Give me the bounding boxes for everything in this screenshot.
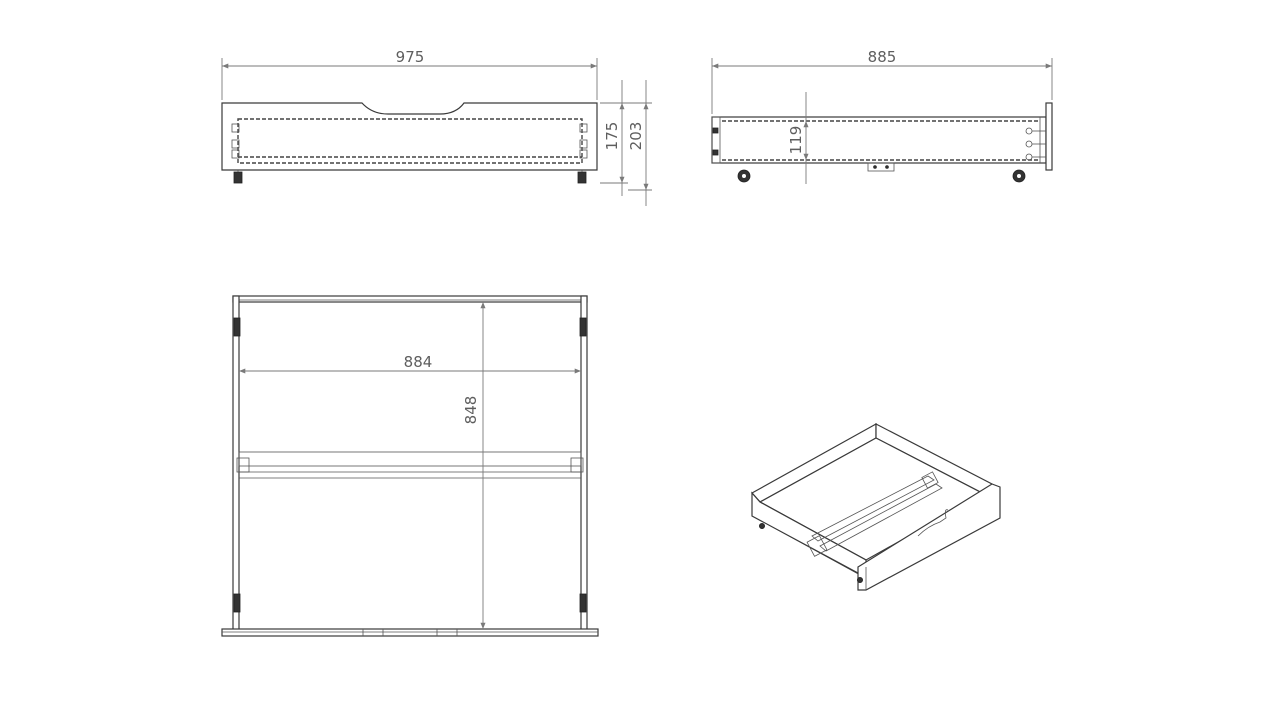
side-back-dowel-bottom xyxy=(712,149,719,156)
iso-slat-2 xyxy=(819,483,943,552)
dim-119-label: 119 xyxy=(787,126,805,155)
top-view: 884 848 xyxy=(221,295,599,637)
top-back-rail xyxy=(232,295,588,303)
iso-front-panel xyxy=(857,483,1001,591)
isometric-view xyxy=(751,422,1001,591)
front-panel-outline xyxy=(221,102,598,171)
iso-caster-front xyxy=(857,577,864,584)
dim-175-label: 175 xyxy=(603,122,621,151)
dim-848-label: 848 xyxy=(462,396,480,425)
iso-slat-1 xyxy=(811,475,935,542)
iso-slat-bracket-front xyxy=(806,535,828,557)
top-slat-clip-right xyxy=(570,457,584,473)
side-screws xyxy=(1025,127,1046,161)
side-back-end xyxy=(711,116,721,164)
dim-885-label: 885 xyxy=(868,48,897,66)
top-hardware-back-right xyxy=(579,317,587,337)
front-caster-right xyxy=(577,170,587,184)
side-caster-left xyxy=(737,169,751,183)
side-panel-outline xyxy=(711,116,1047,164)
top-front-panel xyxy=(221,628,599,637)
side-front-panel xyxy=(1045,102,1053,171)
top-right-side xyxy=(580,295,588,633)
side-back-dowel-top xyxy=(712,127,719,134)
front-left-hardware xyxy=(231,123,240,159)
iso-caster-left xyxy=(759,523,766,530)
top-left-side xyxy=(232,295,240,633)
iso-slat-bracket-back xyxy=(921,471,939,489)
front-inner-box xyxy=(237,118,583,164)
top-hardware-front-right xyxy=(579,593,587,613)
iso-handle-cut xyxy=(917,509,949,537)
front-caster-left xyxy=(233,170,243,184)
dim-975-label: 975 xyxy=(396,48,425,66)
side-caster-right xyxy=(1012,169,1026,183)
side-bracket-hole-left xyxy=(873,165,877,169)
top-hardware-back-left xyxy=(233,317,241,337)
front-right-hardware xyxy=(579,123,588,159)
dim-884-label: 884 xyxy=(404,353,433,371)
top-hardware-front-left xyxy=(233,593,241,613)
front-view: 975 175 203 xyxy=(221,48,652,206)
side-bracket-hole-right xyxy=(885,165,889,169)
dim-203-label: 203 xyxy=(627,122,645,151)
top-center-slat xyxy=(238,451,582,467)
top-slat-clip-left xyxy=(236,457,250,473)
side-view: 885 119 xyxy=(711,48,1053,184)
side-bracket xyxy=(867,162,895,172)
